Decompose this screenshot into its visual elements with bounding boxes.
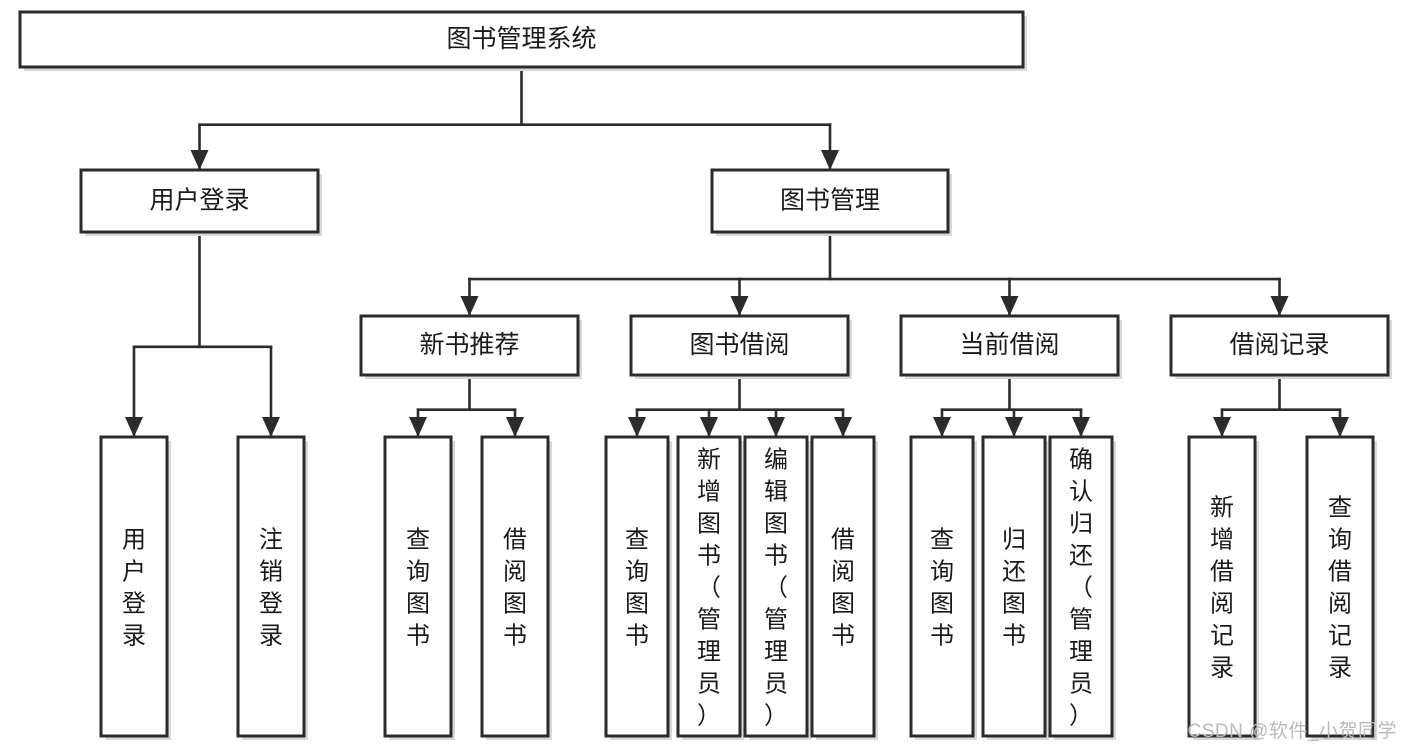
node-box[interactable] — [629, 314, 850, 377]
node-box[interactable] — [383, 435, 453, 738]
node-leaf-borrow-lend[interactable]: 借阅图书 — [810, 435, 878, 740]
node-box[interactable] — [1305, 435, 1375, 738]
node-box[interactable] — [899, 314, 1120, 377]
node-label: 编辑图书（管理员） — [764, 446, 788, 729]
edge-group-root — [190, 65, 839, 172]
node-box[interactable] — [18, 10, 1025, 69]
node-leaf-logout[interactable]: 注销登录 — [236, 435, 308, 740]
node-label: 注销登录 — [259, 526, 283, 649]
node-label: 用户登录 — [149, 187, 249, 215]
node-box[interactable] — [981, 435, 1047, 738]
node-label: 新书推荐 — [419, 331, 519, 359]
edge-group-newbook — [409, 373, 524, 439]
node-box[interactable] — [99, 435, 169, 738]
node-label: 用户登录 — [122, 526, 146, 649]
edge-group-login — [125, 230, 280, 439]
node-label: 图书管理系统 — [446, 25, 596, 53]
node-box[interactable] — [1169, 314, 1390, 377]
node-leaf-current-confirm[interactable]: 确认归还（管理员） — [1048, 435, 1116, 740]
node-box[interactable] — [1187, 435, 1257, 738]
node-leaf-record-query[interactable]: 查询借阅记录 — [1305, 435, 1377, 740]
node-box[interactable] — [743, 435, 809, 738]
node-label: 查询图书 — [625, 526, 649, 649]
node-label: 查询图书 — [930, 526, 954, 649]
node-label: 图书管理 — [780, 187, 880, 215]
edge-group-bookmgmt — [460, 230, 1289, 318]
node-box[interactable] — [909, 435, 975, 738]
edge-group-current — [933, 373, 1090, 439]
node-label: 图书借阅 — [689, 331, 789, 359]
node-box[interactable] — [810, 435, 876, 738]
node-leaf-record-add[interactable]: 新增借阅记录 — [1187, 435, 1259, 740]
node-borrow[interactable]: 图书借阅 — [629, 314, 852, 379]
node-root[interactable]: 图书管理系统 — [18, 10, 1027, 71]
node-newbook[interactable]: 新书推荐 — [359, 314, 582, 379]
node-label: 当前借阅 — [959, 331, 1059, 359]
edge-group-borrow — [628, 373, 852, 439]
node-box[interactable] — [1048, 435, 1114, 738]
edges-layer — [125, 65, 1349, 439]
node-box[interactable] — [604, 435, 670, 738]
csdn-watermark: CSDN @软件_小贺同学 — [1187, 721, 1397, 742]
node-current[interactable]: 当前借阅 — [899, 314, 1122, 379]
node-box[interactable] — [676, 435, 742, 738]
node-leaf-current-return[interactable]: 归还图书 — [981, 435, 1049, 740]
node-label: 确认归还（管理员） — [1069, 446, 1093, 729]
node-box[interactable] — [359, 314, 580, 377]
node-label: 新增借阅记录 — [1210, 494, 1234, 681]
node-box[interactable] — [236, 435, 306, 738]
node-leaf-user-login[interactable]: 用户登录 — [99, 435, 171, 740]
node-box[interactable] — [480, 435, 550, 738]
node-label: 借阅图书 — [503, 526, 527, 649]
node-label: 借阅图书 — [831, 526, 855, 649]
node-label: 归还图书 — [1002, 526, 1026, 649]
node-label: 新增图书（管理员） — [697, 446, 721, 729]
node-leaf-borrow-add[interactable]: 新增图书（管理员） — [676, 435, 744, 740]
node-leaf-newbook-query[interactable]: 查询图书 — [383, 435, 455, 740]
node-box[interactable] — [710, 168, 950, 234]
node-records[interactable]: 借阅记录 — [1169, 314, 1392, 379]
node-bookmgmt[interactable]: 图书管理 — [710, 168, 952, 236]
node-login[interactable]: 用户登录 — [79, 168, 322, 236]
node-leaf-borrow-query[interactable]: 查询图书 — [604, 435, 672, 740]
nodes-layer: 图书管理系统用户登录图书管理新书推荐图书借阅当前借阅借阅记录用户登录注销登录查询… — [18, 10, 1392, 740]
node-leaf-borrow-edit[interactable]: 编辑图书（管理员） — [743, 435, 811, 740]
edge-group-records — [1213, 373, 1349, 439]
node-label: 查询借阅记录 — [1328, 494, 1352, 681]
node-box[interactable] — [79, 168, 320, 234]
node-leaf-current-query[interactable]: 查询图书 — [909, 435, 977, 740]
node-label: 查询图书 — [406, 526, 430, 649]
node-leaf-newbook-borrow[interactable]: 借阅图书 — [480, 435, 552, 740]
node-label: 借阅记录 — [1229, 331, 1329, 359]
